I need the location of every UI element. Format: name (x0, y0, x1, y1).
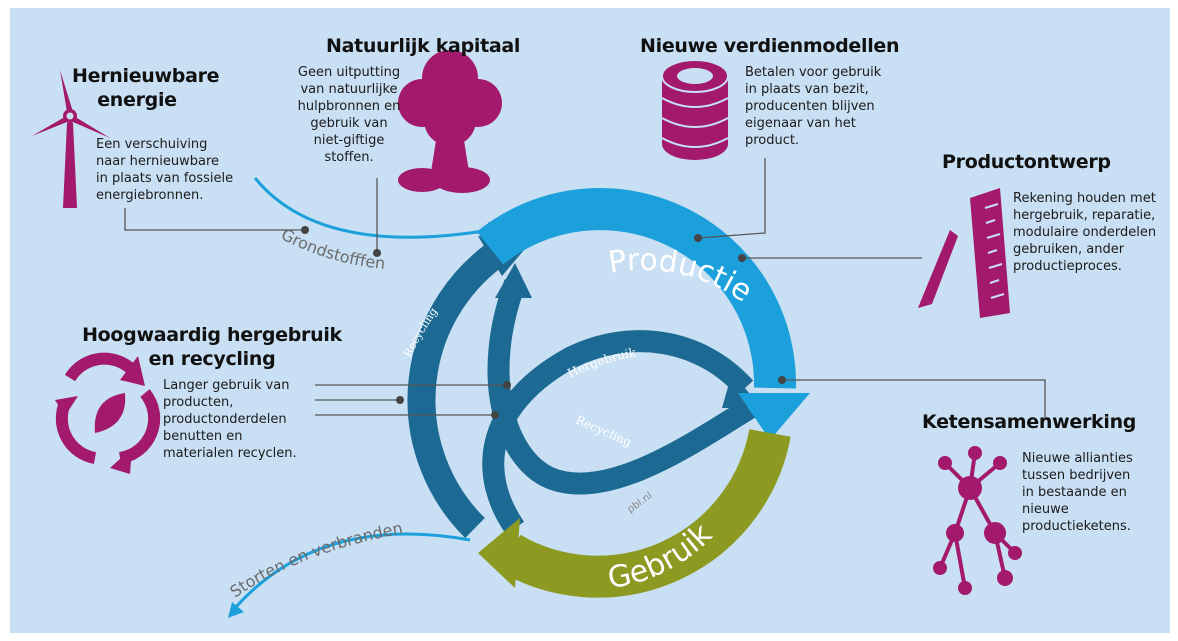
hoogwaardig-title: Hoogwaardig hergebruik en recycling (82, 323, 342, 371)
productontwerp-desc-line: modulaire onderdelen (1013, 225, 1157, 240)
productontwerp-desc-line: gebruiken, ander (1013, 242, 1125, 257)
hoogwaardig-desc: Langer gebruik van producten, productond… (163, 377, 297, 462)
keten-desc-line: tussen bedrijven (1022, 468, 1131, 483)
network-icon (933, 446, 1022, 595)
hernieuwbare-title-line2: energie (97, 89, 177, 111)
hernieuwbare-desc-line: Een verschuiving (96, 137, 208, 152)
storten-arrow (233, 532, 471, 610)
hernieuwbare-desc-line: naar hernieuwbare (96, 154, 219, 169)
grondstoffen-arrow (253, 177, 491, 239)
hoogwaardig-desc-line: productonderdelen (163, 412, 287, 427)
natuurlijk-desc-line: van natuurlijke (300, 82, 398, 97)
recycling-inner-label: Recycling (574, 413, 634, 450)
hoogwaardig-desc-line: Langer gebruik van (163, 378, 290, 393)
verdienmodellen-desc-line: eigenaar van het (745, 116, 856, 131)
productontwerp-desc: Rekening houden met hergebruik, reparati… (1013, 190, 1156, 275)
natuurlijk-title: Natuurlijk kapitaal (326, 35, 521, 57)
productontwerp-desc-line: hergebruik, reparatie, (1013, 208, 1156, 223)
inner-top-arrowhead (495, 263, 532, 298)
verdienmodellen-desc-line: producenten blijven (745, 99, 875, 114)
verdienmodellen-desc: Betalen voor gebruik in plaats van bezit… (745, 64, 881, 149)
hoogwaardig-title-line2: en recycling (148, 348, 276, 370)
inner-loop-left (487, 279, 756, 495)
hoogwaardig-desc-line: producten, (163, 395, 234, 410)
natuurlijk-desc: Geen uitputting van natuurlijke hulpbron… (293, 64, 405, 166)
hernieuwbare-desc-line: in plaats van fossiele (96, 171, 234, 186)
recycle-leaf-icon (55, 352, 161, 474)
natuurlijk-desc-line: Geen uitputting (297, 65, 401, 80)
storten-label: Storten en verbranden (226, 518, 404, 601)
productontwerp-desc-line: Rekening houden met (1013, 191, 1156, 206)
wind-turbine-icon (32, 70, 110, 208)
connector-dots (301, 226, 786, 419)
circular-economy-diagram: Productie Gebruik Grondstofffen Storten … (32, 50, 1046, 618)
hoogwaardig-title-line1: Hoogwaardig hergebruik (82, 324, 342, 346)
verdienmodellen-title: Nieuwe verdienmodellen (640, 35, 900, 57)
outer-recycling-arrow (407, 236, 513, 538)
ruler-pencil-icon (918, 188, 1010, 318)
storten-arrowhead (228, 602, 244, 618)
keten-desc-line: nieuwe (1022, 502, 1069, 517)
hernieuwbare-desc-line: energiebronnen. (96, 188, 204, 203)
gebruik-arrowhead (478, 518, 520, 588)
productie-arrow (476, 188, 797, 389)
keten-desc-line: in bestaande en (1022, 485, 1127, 500)
verdienmodellen-desc-line: product. (745, 133, 800, 148)
natuurlijk-desc-line: niet-giftige (313, 133, 385, 148)
grondstoffen-label: Grondstofffen (278, 225, 386, 273)
hoogwaardig-desc-line: materialen recyclen. (163, 446, 297, 461)
natuurlijk-desc-line: hulpbronnen en (297, 99, 401, 114)
verdienmodellen-desc-line: Betalen voor gebruik (745, 65, 882, 80)
natuurlijk-desc-line: gebruik van (310, 116, 388, 131)
hoogwaardig-desc-line: benutten en (163, 429, 243, 444)
keten-desc-line: Nieuwe allianties (1022, 451, 1133, 466)
natuurlijk-desc-line: stoffen. (324, 150, 374, 165)
tree-icon (398, 50, 502, 193)
diagram-canvas: Productie Gebruik Grondstofffen Storten … (10, 8, 1170, 633)
coin-stack-icon (661, 59, 729, 160)
connector-lines (124, 158, 1046, 418)
gebruik-arrow (499, 428, 791, 598)
keten-desc: Nieuwe allianties tussen bedrijven in be… (1022, 450, 1133, 535)
productontwerp-title: Productontwerp (942, 151, 1111, 173)
keten-title: Ketensamenwerking (922, 411, 1137, 433)
hernieuwbare-title-line1: Hernieuwbare (72, 65, 220, 87)
hernieuwbare-title: Hernieuwbare energie (72, 64, 220, 112)
keten-desc-line: productieketens. (1022, 519, 1131, 534)
hernieuwbare-desc: Een verschuiving naar hernieuwbare in pl… (96, 136, 233, 204)
inner-loop-right (482, 330, 754, 535)
productontwerp-desc-line: productieproces. (1013, 259, 1122, 274)
source-label: pbl.nl (625, 491, 654, 516)
verdienmodellen-desc-line: in plaats van bezit, (745, 82, 869, 97)
productie-arrowhead (738, 393, 810, 440)
